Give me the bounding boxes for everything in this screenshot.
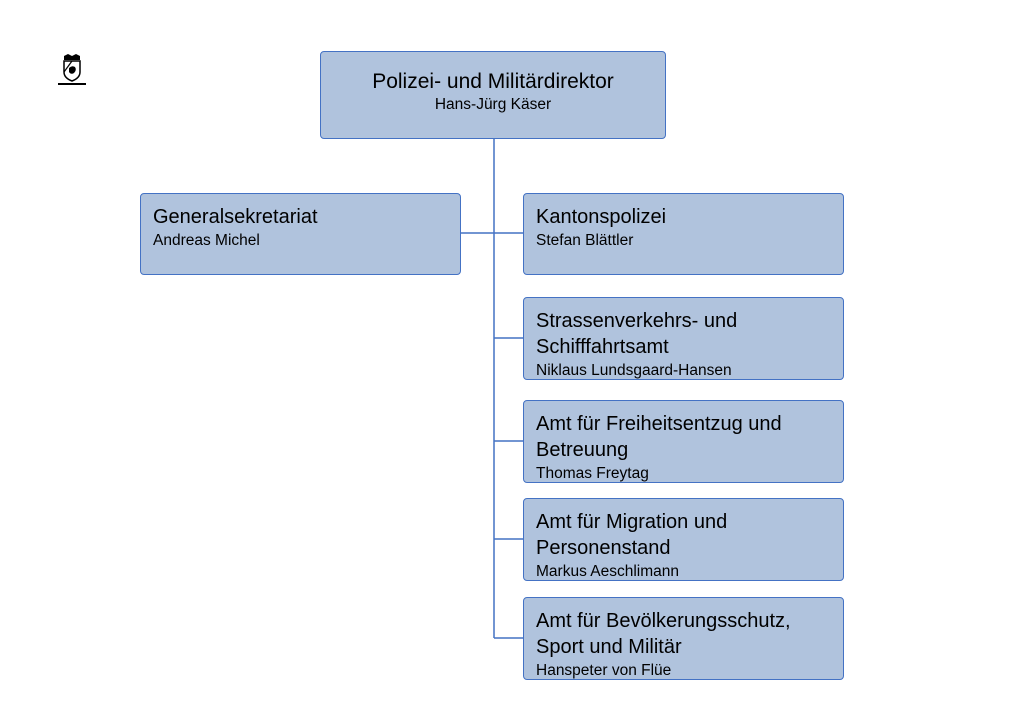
unit-name: Amt für Freiheitsentzug und Betreuung [536, 413, 782, 461]
person-name: Thomas Freytag [536, 465, 649, 482]
org-box-generalsekretariat: Generalsekretariat Andreas Michel [140, 193, 461, 275]
org-box-kantonspolizei: Kantonspolizei Stefan Blättler [523, 193, 844, 275]
person-name: Andreas Michel [153, 232, 260, 249]
unit-name: Amt für Migration und Personenstand [536, 511, 728, 559]
org-box-head: Polizei- und Militärdirektor Hans-Jürg K… [320, 51, 666, 139]
unit-name: Kantonspolizei [536, 206, 667, 228]
unit-name: Amt für Bevölkerungsschutz, Sport und Mi… [536, 610, 791, 658]
bern-coat-of-arms-icon [63, 54, 81, 82]
unit-name: Generalsekretariat [153, 206, 318, 228]
person-name: Markus Aeschlimann [536, 563, 680, 580]
unit-name: Strassenverkehrs- und Schifffahrtsamt [536, 310, 738, 358]
person-name: Hanspeter von Flüe [536, 662, 672, 679]
org-box-migration: Amt für Migration und Personenstand Mark… [523, 498, 844, 581]
person-name: Stefan Blättler [536, 232, 634, 249]
org-box-bevoelkerungsschutz: Amt für Bevölkerungsschutz, Sport und Mi… [523, 597, 844, 680]
logo-underline [58, 83, 86, 85]
unit-name: Polizei- und Militärdirektor [372, 70, 614, 93]
person-name: Hans-Jürg Käser [434, 96, 552, 113]
person-name: Niklaus Lundsgaard-Hansen [536, 362, 732, 379]
org-box-freiheitsentzug: Amt für Freiheitsentzug und Betreuung Th… [523, 400, 844, 483]
org-box-strassenverkehrsamt: Strassenverkehrs- und Schifffahrtsamt Ni… [523, 297, 844, 380]
